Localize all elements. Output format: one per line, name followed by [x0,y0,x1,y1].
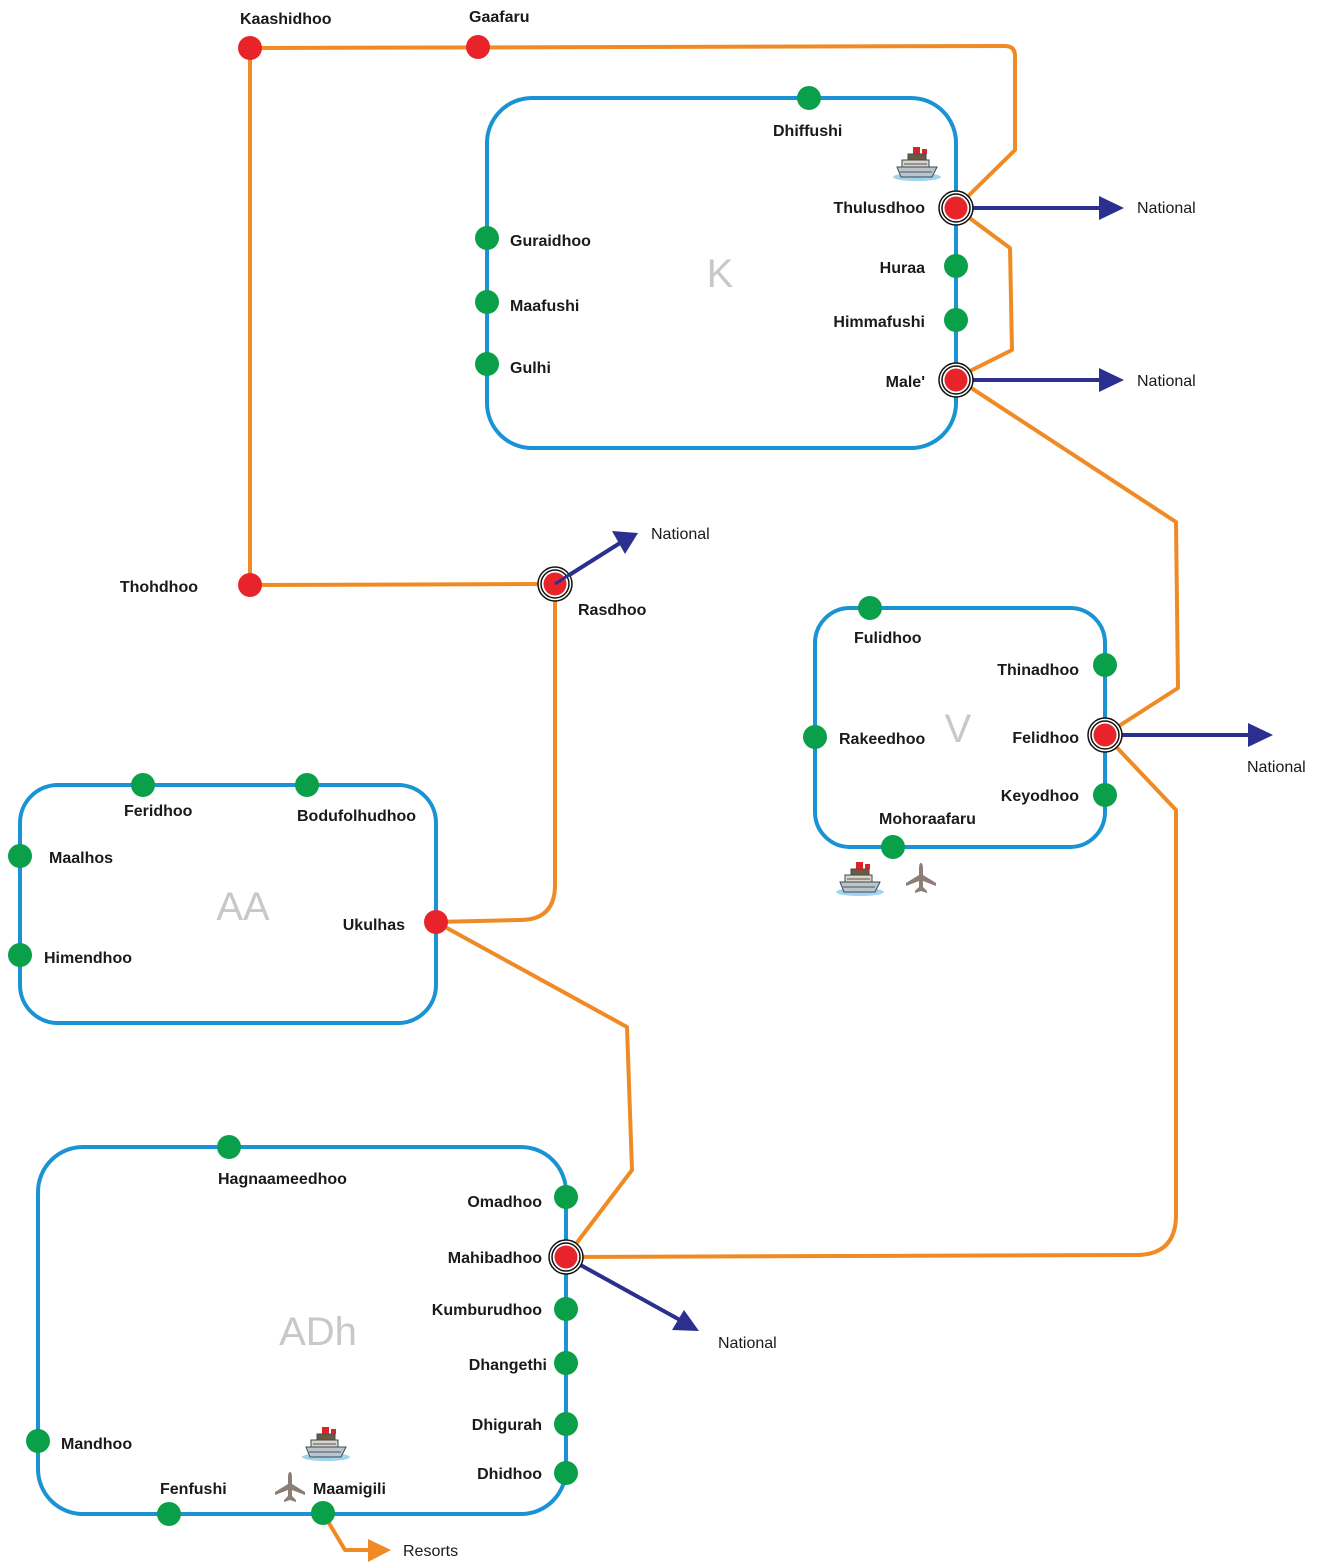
stop-dhiffushi[interactable] [797,86,821,110]
atoll-adh-loop [36,1145,568,1516]
ship-icon-maamigili [301,1426,351,1462]
stop-dhidhoo[interactable] [554,1461,578,1485]
label-kumburudhoo: Kumburudhoo [432,1302,542,1319]
stop-kaashidhoo[interactable] [238,36,262,60]
hub-thulusdhoo[interactable] [938,190,974,226]
label-maalhos: Maalhos [49,850,113,867]
stop-bodufolhudhoo[interactable] [295,773,319,797]
route-male-felidhoo[interactable] [954,376,1180,737]
stop-fenfushi[interactable] [157,1502,181,1526]
stop-huraa[interactable] [944,254,968,278]
national-link-mahibadhoo[interactable] [564,1255,682,1322]
national-link-rasdhoo-stub [554,569,576,586]
arrowhead-thulusdhoo [1099,196,1124,220]
stop-kumburudhoo[interactable] [554,1297,578,1321]
label-resorts: Resorts [403,1543,458,1560]
label-ukulhas: Ukulhas [343,917,405,934]
stop-guraidhoo[interactable] [475,226,499,250]
label-guraidhoo: Guraidhoo [510,233,591,250]
route-rasdhoo-ukulhas[interactable] [434,582,557,924]
label-omadhoo: Omadhoo [467,1194,542,1211]
route-kaashidhoo-thulusdhoo[interactable] [248,44,1017,210]
route-thohdhoo-rasdhoo[interactable] [248,582,557,587]
arrowhead-mahibadhoo [672,1310,699,1331]
ship-icon-mohoraafaru [835,861,885,897]
stop-feridhoo[interactable] [131,773,155,797]
hub-male[interactable] [938,362,974,398]
resorts-arrowhead [368,1539,391,1562]
stop-himendhoo[interactable] [8,943,32,967]
route-thulusdhoo-male[interactable] [954,206,1014,380]
label-felidhoo: Felidhoo [1012,730,1079,747]
label-gaafaru: Gaafaru [469,9,529,26]
stop-mandhoo[interactable] [26,1429,50,1453]
stop-keyodhoo[interactable] [1093,783,1117,807]
stop-mohoraafaru[interactable] [881,835,905,859]
stop-maafushi[interactable] [475,290,499,314]
label-mahibadhoo: Mahibadhoo [448,1250,542,1267]
stop-thohdhoo[interactable] [238,573,262,597]
route-felidhoo-mahibadhoo[interactable] [564,733,1178,1259]
label-himmafushi: Himmafushi [833,314,925,331]
label-national-male: National [1137,373,1196,390]
hub-mahibadhoo[interactable] [548,1239,584,1275]
label-national-mahibadhoo: National [718,1335,777,1352]
arrowhead-male [1099,368,1124,392]
label-bodufolhudhoo: Bodufolhudhoo [297,808,416,825]
label-dhidhoo: Dhidhoo [477,1466,542,1483]
stop-fulidhoo[interactable] [858,596,882,620]
atoll-name-adh: ADh [279,1310,357,1354]
label-fenfushi: Fenfushi [160,1481,227,1498]
label-fulidhoo: Fulidhoo [854,630,922,647]
label-feridhoo: Feridhoo [124,803,193,820]
stop-rakeedhoo[interactable] [803,725,827,749]
airplane-icon-maamigili [275,1472,305,1502]
label-maafushi: Maafushi [510,298,579,315]
label-huraa: Huraa [880,260,925,277]
label-mohoraafaru: Mohoraafaru [879,811,976,828]
stop-dhigurah[interactable] [554,1412,578,1436]
label-dhiffushi: Dhiffushi [773,123,842,140]
label-keyodhoo: Keyodhoo [1001,788,1079,805]
stop-dhangethi[interactable] [554,1351,578,1375]
label-himendhoo: Himendhoo [44,950,132,967]
label-thohdhoo: Thohdhoo [120,579,198,596]
atoll-name-aa: AA [216,885,270,929]
label-thulusdhoo: Thulusdhoo [833,200,925,217]
stop-omadhoo[interactable] [554,1185,578,1209]
label-hagnaameedhoo: Hagnaameedhoo [218,1171,347,1188]
label-national-rasdhoo: National [651,526,710,543]
label-maamigili: Maamigili [313,1481,386,1498]
atoll-aa-loop [18,783,438,1025]
airplane-icon-mohoraafaru [906,863,936,893]
label-rakeedhoo: Rakeedhoo [839,731,925,748]
label-rasdhoo: Rasdhoo [578,602,647,619]
hub-felidhoo[interactable] [1087,717,1123,753]
label-mandhoo: Mandhoo [61,1436,132,1453]
arrowhead-rasdhoo [612,531,638,554]
label-thinadhoo: Thinadhoo [997,662,1079,679]
atoll-name-v: V [945,707,972,751]
stop-ukulhas[interactable] [424,910,448,934]
label-male: Male' [886,374,925,391]
stop-gaafaru[interactable] [466,35,490,59]
label-gulhi: Gulhi [510,360,551,377]
stop-maalhos[interactable] [8,844,32,868]
stop-thinadhoo[interactable] [1093,653,1117,677]
route-ukulhas-mahibadhoo[interactable] [434,920,634,1259]
label-dhangethi: Dhangethi [469,1357,547,1374]
stop-gulhi[interactable] [475,352,499,376]
label-kaashidhoo: Kaashidhoo [240,11,332,28]
label-dhigurah: Dhigurah [472,1417,542,1434]
stop-hagnaameedhoo[interactable] [217,1135,241,1159]
arrowhead-felidhoo [1248,723,1273,747]
label-national-felidhoo: National [1247,759,1306,776]
label-national-thulusdhoo: National [1137,200,1196,217]
ship-icon-thulusdhoo [892,146,942,182]
atoll-name-k: K [707,252,734,296]
stop-maamigili[interactable] [311,1501,335,1525]
route-maamigili-resorts[interactable] [321,1511,372,1552]
stop-himmafushi[interactable] [944,308,968,332]
